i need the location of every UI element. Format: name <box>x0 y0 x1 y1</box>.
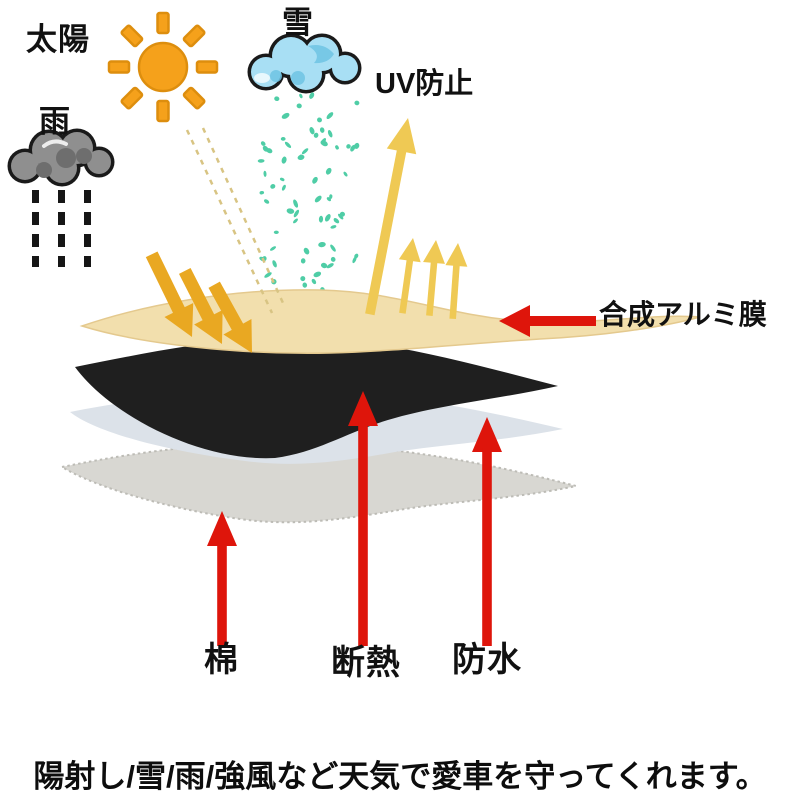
waterproof-label: 防水 <box>452 641 522 679</box>
rain-label: 雨 <box>39 104 71 139</box>
arrow-cotton-pointer <box>207 511 237 646</box>
snow-label: 雪 <box>282 5 314 40</box>
layer-insulation-black <box>75 337 558 459</box>
snow-cloud-shading <box>270 45 334 85</box>
uv-protection-label: UV防止 <box>375 68 474 100</box>
uv-arrow-large <box>365 118 417 316</box>
sun-core <box>137 41 189 93</box>
sunlight-arrows <box>145 251 252 353</box>
heat-insulation-label: 断熱 <box>331 644 401 682</box>
rain-cloud-shading <box>36 148 92 178</box>
sunray-dashed-lines <box>185 127 285 314</box>
caption-text: 陽射し/雪/雨/強風など天気で愛車を守ってくれます。 <box>33 759 767 794</box>
arrow-insulation-pointer <box>348 391 378 646</box>
sun-rays <box>107 11 219 123</box>
uv-arrows <box>365 118 468 320</box>
arrow-aluminum-pointer <box>499 305 596 337</box>
rain-cloud-highlight <box>42 139 68 148</box>
sun-label: 太陽 <box>26 22 90 57</box>
sun-icon <box>107 11 219 123</box>
red-pointer-arrows <box>207 305 596 646</box>
cotton-label: 棉 <box>204 641 239 679</box>
snow-cloud-highlight <box>254 73 270 83</box>
snow-cloud-icon <box>247 33 362 94</box>
snow-speckles <box>257 92 360 298</box>
aluminum-film-label: 合成アルミ膜 <box>599 299 767 330</box>
rain-dashes-icon <box>32 190 91 267</box>
arrow-waterproof-pointer <box>472 417 502 646</box>
rain-cloud-icon <box>7 128 115 187</box>
